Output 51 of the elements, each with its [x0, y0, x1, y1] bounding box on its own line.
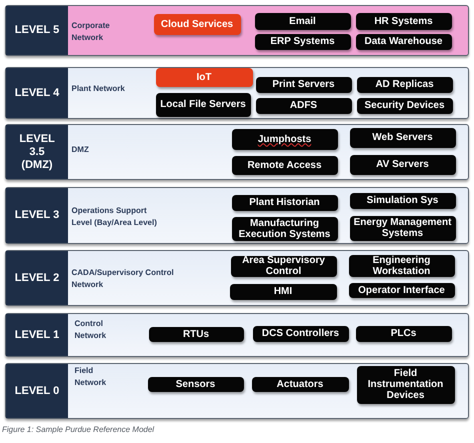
level-band	[5, 187, 469, 244]
system-box: IoT	[156, 68, 252, 86]
system-box: Print Servers	[256, 76, 352, 92]
system-box: Simulation Sys	[350, 192, 456, 208]
network-label: Field Network	[74, 364, 108, 388]
system-box: AV Servers	[350, 154, 456, 174]
level-band	[5, 124, 469, 180]
system-box: Web Servers	[350, 128, 456, 148]
network-label: Corporate Network	[72, 20, 111, 44]
system-box: Operator Interface	[348, 282, 454, 298]
level-band	[5, 67, 469, 119]
network-label: Operations Support Level (Bay/Area Level)	[72, 204, 158, 228]
system-box: Engineering Workstation	[348, 254, 454, 276]
system-box: HR Systems	[356, 12, 452, 30]
system-box: Remote Access	[232, 156, 338, 174]
system-box: Area Supervisory Control	[230, 256, 336, 276]
system-box: ADFS	[256, 98, 352, 114]
system-box: Actuators	[252, 376, 348, 392]
level-label: LEVEL 5	[6, 6, 68, 55]
system-box: HMI	[230, 284, 336, 300]
level-band	[5, 363, 469, 419]
system-box: AD Replicas	[356, 76, 452, 92]
network-label: Plant Network	[72, 82, 126, 94]
level-label: LEVEL 4	[6, 68, 68, 118]
level-label: LEVEL 3	[6, 188, 68, 243]
system-box: Cloud Services	[154, 14, 240, 34]
system-box: Plant Historian	[232, 194, 338, 210]
system-box: RTUs	[148, 326, 244, 342]
system-box: PLCs	[356, 326, 452, 342]
system-box: Local File Servers	[156, 92, 250, 116]
system-box: Jumphosts	[232, 128, 338, 150]
figure-caption: Figure 1: Sample Purdue Reference Model	[2, 425, 154, 434]
system-box: Security Devices	[356, 98, 452, 114]
level-label: LEVEL 2	[6, 251, 68, 305]
level-label: LEVEL 0	[6, 364, 68, 418]
system-box: DCS Controllers	[252, 326, 348, 342]
system-box: Manufacturing Execution Systems	[232, 216, 338, 240]
system-box: ERP Systems	[254, 34, 350, 50]
system-box: Data Warehouse	[356, 34, 452, 50]
level-label: LEVEL 1	[6, 314, 68, 356]
system-box: Field Instrumentation Devices	[356, 366, 454, 404]
level-band	[5, 5, 469, 56]
system-box: Email	[254, 12, 350, 30]
system-box: Sensors	[148, 376, 244, 392]
level-label: LEVEL 3.5 (DMZ)	[6, 125, 68, 179]
network-label: DMZ	[72, 144, 90, 156]
system-box: Energy Management Systems	[350, 216, 456, 240]
network-label: Control Network	[74, 318, 108, 342]
level-band	[5, 250, 469, 306]
level-band	[5, 313, 469, 357]
network-label: CADA/Supervisory Control Network	[72, 266, 175, 290]
